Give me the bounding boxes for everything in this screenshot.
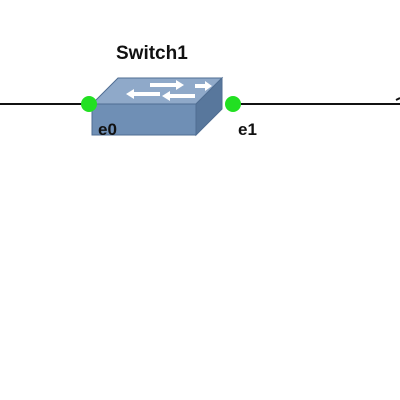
port-e0-status-dot[interactable]: [81, 96, 97, 112]
port-label-e0: e0: [98, 120, 117, 139]
node-label-switch1[interactable]: Switch1: [116, 43, 188, 64]
port-label-e1: e1: [238, 120, 257, 139]
switch-arrows-icon: [126, 80, 212, 101]
link-right-end: [395, 97, 400, 101]
switch-side-face: [195, 76, 223, 137]
port-e1-status-dot[interactable]: [225, 96, 241, 112]
ethernet-switch-icon[interactable]: [90, 76, 224, 137]
